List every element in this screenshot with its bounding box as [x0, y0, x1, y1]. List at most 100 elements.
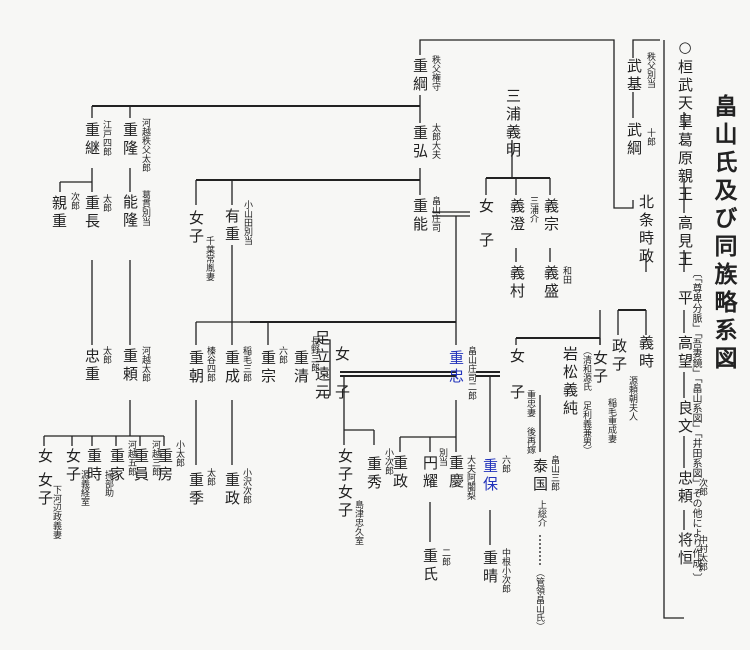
note-tadashige: 太郎 [101, 346, 111, 364]
note-shigenari: 稲毛三郎 [241, 346, 251, 382]
person-hk1: 女 [36, 448, 54, 466]
person-shigetsugu: 重継 [83, 122, 101, 158]
person-taketsune: 武基 [625, 58, 643, 94]
person-masatsune: 将恒 [676, 532, 694, 568]
person-hk5: 重房 [156, 448, 174, 484]
person-yoshitaka: 能隆 [121, 194, 139, 230]
note-masatsune: 中村太郎 [697, 535, 707, 571]
note-chikashige: 次郎 [69, 192, 79, 210]
person-shigemune: 重宗 [259, 350, 277, 386]
note-hk5: 小太郎 [174, 440, 184, 467]
note-yoshizumi: 三浦介 [528, 196, 538, 223]
person-shigemasa2: 重政 [391, 455, 409, 491]
note-hk3: 河越五郎 [126, 440, 136, 476]
note-hk2: 掃部助 [103, 470, 113, 497]
note-arishige: 小山田別当 [242, 200, 252, 245]
note-yoshitaka: 葛貫別当 [140, 190, 150, 226]
note-yasukuni-mid: 上総介 [536, 500, 546, 527]
person-shigeyori: 重頼 [121, 348, 139, 384]
note-tadayori: 次郎 [697, 478, 707, 496]
note-shigeyori: 河越太郎 [140, 346, 150, 382]
person-adachi-f1: 女 [333, 346, 351, 364]
note-jo-chiba: 千葉常胤妻 [204, 236, 214, 281]
note-hojo-j1: 重忠妻 後再嫁 [525, 390, 535, 454]
person-arishige: 有重 [223, 208, 241, 244]
person-shigehiro: 重弘 [411, 125, 429, 161]
person-hojo: 北条時政 [637, 194, 655, 266]
note-shigehide: 小次郎 [383, 448, 393, 475]
note-ajari: 大夫阿闍梨 [465, 455, 475, 500]
person-shimazu: 女子 [336, 484, 354, 520]
person-kazuhara: 葛原親王 [676, 132, 694, 204]
person-yasukuni: 泰国 [531, 458, 549, 494]
person-tomosue: 重季 [187, 472, 205, 508]
person-mf1: 女 [477, 198, 495, 216]
person-shigeharu: 重晴 [481, 550, 499, 586]
person-shigehide: 重秀 [365, 456, 383, 492]
note-takemoto: 十郎 [645, 128, 655, 146]
person-yoshizumi: 義澄 [508, 198, 526, 234]
person-shigemasa: 重政 [223, 472, 241, 508]
person-iwamatsu: 岩松義純 [561, 346, 579, 418]
person-shigetada: 重忠 [447, 350, 465, 386]
person-shigenari: 重成 [223, 350, 241, 386]
person-tadayori: 忠頼 [676, 470, 694, 506]
person-yoshifumi: 良文 [676, 400, 694, 436]
note-yasukuni-end: （管領畠山氏） [534, 568, 544, 631]
person-shigetomo: 重朝 [187, 350, 205, 386]
note-shigetsuna: 秩父権守 [430, 55, 440, 91]
person-yoshitoki: 義時 [637, 335, 655, 371]
note-shigeyoshi: 畠山庄司 [430, 196, 440, 232]
note-shigeyasu: 六郎 [500, 455, 510, 473]
note-shigeharu: 中根小次郎 [500, 548, 510, 593]
person-takamochi: 高望 [676, 335, 694, 371]
note-yoshimori: 和田 [561, 266, 571, 284]
note-shigetada: 畠山庄司二郎 [466, 346, 476, 400]
person-taira: 平 [676, 290, 694, 308]
note-shigetaka: 河越秩父太郎 [140, 118, 150, 172]
person-hk7: 女子 [36, 472, 54, 508]
person-hk6: 女子 [64, 448, 82, 484]
person-shigeyasu: 重保 [481, 458, 499, 494]
person-mf2: 子 [477, 232, 495, 250]
note-taketsune: 秩父別当 [645, 52, 655, 88]
person-yoshimune: 義宗 [542, 198, 560, 234]
person-hk2: 重時 [85, 448, 103, 484]
person-shigeyoshi2: 重慶 [447, 455, 465, 491]
note-shigenaga: 太郎 [101, 194, 111, 212]
person-enyo: 円耀 [421, 455, 439, 491]
person-shigeuji: 重氏 [421, 548, 439, 584]
person-hojo-j2: 女子 [591, 350, 609, 386]
person-yoshimura: 義村 [508, 265, 526, 301]
person-onna-b: 女子 [336, 448, 354, 484]
note-yasukuni: 畠山三郎 [549, 455, 559, 491]
chart-subtitle: 〔「尊卑分脈」「吾妻鏡」「畠山系図」「井田系図」その他により作成。〕 [690, 268, 701, 583]
person-takami: 高見王 [676, 215, 694, 269]
note-tomosue: 太郎 [205, 468, 215, 486]
person-shigekiyo: 重清 [292, 350, 310, 386]
person-hk4: 重員 [132, 448, 150, 484]
note-shigetsugu: 江戸四郎 [101, 120, 111, 156]
chart-title: 畠山氏及び同族略系図 [710, 94, 737, 374]
person-adachi: 足立遠元 [313, 330, 331, 402]
person-miura: 三浦義明 [504, 88, 522, 160]
note-shigeuji: 二郎 [440, 548, 450, 566]
lineage-frame [663, 40, 684, 619]
note-iwamatsu: （清和源氏 足利義兼男） [581, 346, 591, 455]
person-tadashige: 忠重 [83, 348, 101, 384]
person-jo-chiba: 女子 [187, 210, 205, 246]
note-hojo-j2: 稲毛重成妻 [606, 398, 616, 443]
note-shigekiyo: 長野三郎 [309, 336, 319, 372]
person-shigeyoshi: 重能 [411, 198, 429, 234]
person-hojo-j1: 女 [508, 348, 526, 366]
note-shimazu: 島津忠久室 [353, 500, 363, 545]
person-hojo-j1-b: 子 [508, 384, 526, 402]
person-shigenaga: 重長 [83, 195, 101, 231]
note-hk4: 河越三郎 [150, 440, 160, 476]
person-hk3: 重家 [108, 448, 126, 484]
person-takemoto: 武綱 [625, 122, 643, 158]
note-hk7: 下河辺政義妻 [51, 485, 61, 539]
note-masako: 源頼朝夫人 [627, 376, 637, 421]
note-shigehiro: 太郎大夫 [430, 123, 440, 159]
